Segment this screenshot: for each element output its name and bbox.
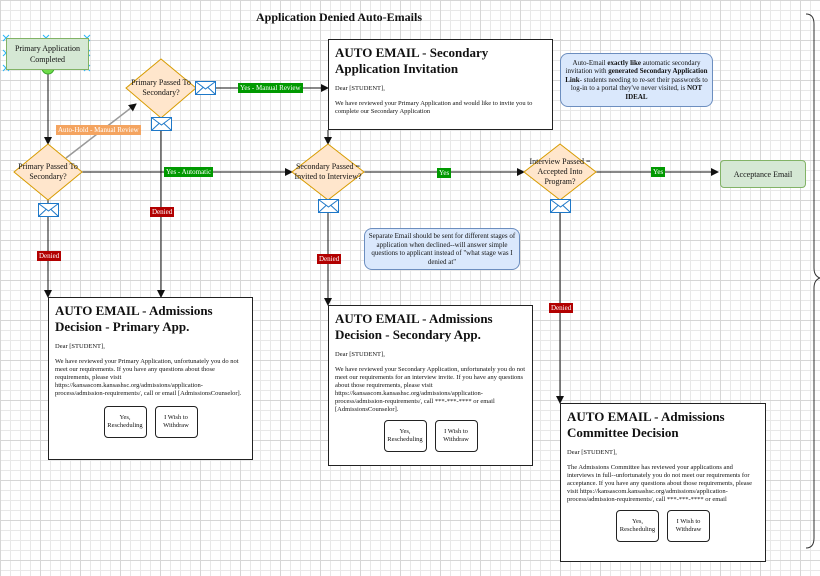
edge-label-denied-secondary: Denied bbox=[317, 254, 342, 264]
email-body: The Admissions Committee has reviewed yo… bbox=[567, 464, 752, 503]
reschedule-button[interactable]: Yes, Rescheduling bbox=[383, 420, 427, 452]
edge-label-yes-interview: Yes bbox=[651, 167, 666, 177]
note-bold-part: NOT IDEAL bbox=[625, 84, 703, 101]
note-separate-email[interactable]: Separate Email should be sent for differ… bbox=[364, 228, 520, 270]
mail-icon bbox=[195, 81, 216, 95]
note-text: Auto-Email exactly like automatic second… bbox=[564, 59, 709, 102]
diagram-title: Application Denied Auto-Emails bbox=[256, 10, 423, 24]
email-heading: AUTO EMAIL - Admissions Decision - Secon… bbox=[335, 311, 493, 342]
email-heading: AUTO EMAIL - Admissions Decision - Prima… bbox=[55, 303, 213, 334]
edge-label-denied-interview: Denied bbox=[549, 303, 574, 313]
email-heading: AUTO EMAIL - Secondary Application Invit… bbox=[335, 45, 489, 76]
withdraw-button[interactable]: I Wish to Withdraw bbox=[434, 420, 478, 452]
edge-label-denied-left: Denied bbox=[37, 251, 62, 261]
note-text-part: - students needing to re-set their passw… bbox=[570, 75, 708, 93]
note-bold-part: exactly like bbox=[607, 58, 641, 67]
decision-label-primary-left: Primary Passed To Secondary? bbox=[18, 162, 78, 181]
email-secondary-decision[interactable]: AUTO EMAIL - Admissions Decision - Secon… bbox=[328, 305, 533, 466]
acceptance-email-node[interactable]: Acceptance Email bbox=[720, 160, 806, 188]
email-button-row: Yes, Rescheduling I Wish to Withdraw bbox=[567, 510, 759, 542]
edge-label-auto-hold: Auto-Hold - Manual Review bbox=[56, 125, 141, 135]
email-committee-decision[interactable]: AUTO EMAIL - Admissions Committee Decisi… bbox=[560, 403, 766, 562]
email-button-row: Yes, Rescheduling I Wish to Withdraw bbox=[335, 420, 526, 452]
withdraw-button[interactable]: I Wish to Withdraw bbox=[667, 510, 710, 542]
edge-label-manual-review: Yes - Manual Review bbox=[238, 83, 303, 93]
mail-icon bbox=[38, 203, 59, 217]
note-auto-email-not-ideal[interactable]: Auto-Email exactly like automatic second… bbox=[560, 53, 713, 107]
reschedule-button[interactable]: Yes, Rescheduling bbox=[616, 510, 659, 542]
edge-label-denied-top: Denied bbox=[150, 207, 175, 217]
email-salutation: Dear [STUDENT], bbox=[335, 85, 385, 92]
withdraw-button[interactable]: I Wish to Withdraw bbox=[154, 406, 198, 438]
email-body: We have reviewed your Primary Applicatio… bbox=[55, 358, 242, 397]
email-body: We have reviewed your Primary Applicatio… bbox=[335, 100, 533, 115]
note-text-part: automatic secondary invitation with bbox=[565, 58, 701, 76]
decision-label-secondary: Secondary Passed = Invited to Interview? bbox=[294, 162, 362, 181]
decision-label-primary-top: Primary Passed To Secondary? bbox=[131, 78, 191, 97]
email-salutation: Dear [STUDENT], bbox=[567, 449, 617, 456]
reschedule-button[interactable]: Yes, Rescheduling bbox=[103, 406, 147, 438]
bracket-right bbox=[805, 13, 820, 549]
edge-label-yes-automatic: Yes - Automatic bbox=[164, 167, 214, 177]
note-bold-part: generated Secondary Application Link bbox=[565, 67, 708, 84]
email-salutation: Dear [STUDENT], bbox=[335, 351, 385, 358]
email-salutation: Dear [STUDENT], bbox=[55, 343, 105, 350]
mail-icon bbox=[151, 117, 172, 131]
mail-icon bbox=[550, 199, 571, 213]
note-text-part: Auto-Email bbox=[572, 58, 608, 67]
email-primary-decision[interactable]: AUTO EMAIL - Admissions Decision - Prima… bbox=[48, 297, 253, 460]
decision-diamond-primary-left bbox=[13, 143, 83, 201]
start-node[interactable]: Primary Application Completed bbox=[6, 38, 89, 70]
email-secondary-invitation[interactable]: AUTO EMAIL - Secondary Application Invit… bbox=[328, 39, 553, 130]
email-button-row: Yes, Rescheduling I Wish to Withdraw bbox=[55, 406, 246, 438]
email-body: We have reviewed your Secondary Applicat… bbox=[335, 366, 526, 413]
decision-label-interview: Interview Passed = Accepted Into Program… bbox=[529, 157, 591, 186]
email-heading: AUTO EMAIL - Admissions Committee Decisi… bbox=[567, 409, 725, 440]
edge-label-yes-secondary: Yes bbox=[437, 168, 452, 178]
mail-icon bbox=[318, 199, 339, 213]
